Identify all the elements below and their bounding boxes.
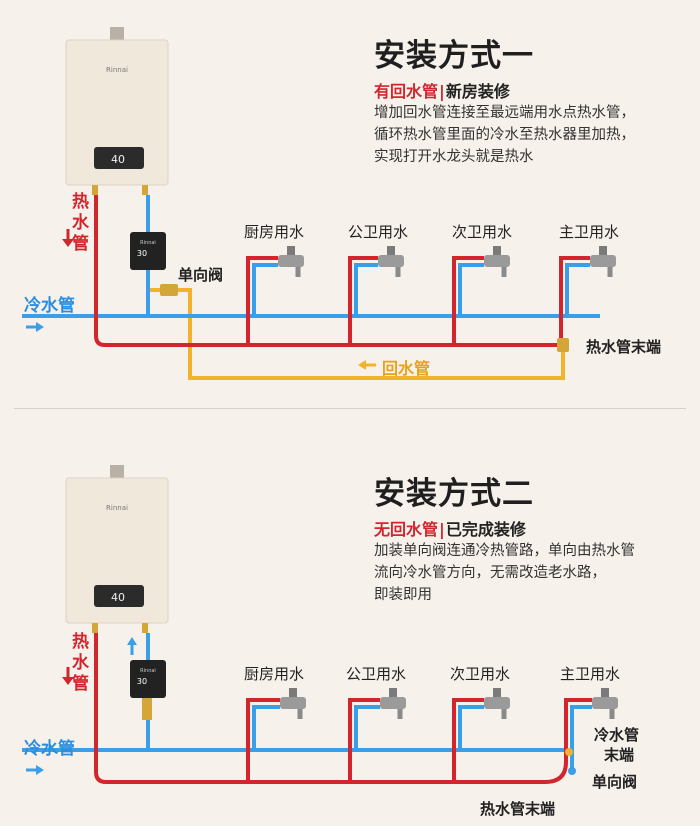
method2-cold-pipe-end-label-2: 末端 <box>604 746 635 764</box>
method2-subtitle-black: 已完成装修 <box>445 520 526 539</box>
method1-hot-pipe-end-label: 热水管末端 <box>586 338 662 356</box>
method2-desc-line: 加装单向阀连通冷热管路，单向由热水管 <box>374 543 635 559</box>
method2-tap-label-kitchen: 厨房用水 <box>244 665 305 683</box>
hot-flow-down-arrow-icon <box>62 229 74 247</box>
return-flow-left-arrow-icon <box>358 360 376 370</box>
cold-flow-up-arrow-icon <box>127 637 137 655</box>
water-heater: 40 Rinnai <box>65 27 169 195</box>
faucet-kitchen-icon <box>280 688 306 719</box>
method1-cold-pipe-label: 冷水管 <box>24 296 75 316</box>
circulation-pump: Rinnai 30 <box>130 232 166 270</box>
pump-display: 30 <box>137 677 147 686</box>
method1-desc-line: 循环热水管里面的冷水至热水器里加热， <box>374 127 635 143</box>
method2-desc-line: 即装即用 <box>374 587 432 603</box>
method2-hot-pipe-label: 热水管 <box>72 632 89 694</box>
hot-pipe-end-valve-icon <box>557 338 569 352</box>
method1-tap-label-master-bath: 主卫用水 <box>559 223 620 241</box>
heater-display: 40 <box>111 591 125 604</box>
method2-cold-pipe-end-label: 冷水管 <box>594 726 640 744</box>
cold-flow-right-arrow-icon <box>26 765 44 775</box>
method2-subtitle: 无回水管|已完成装修 <box>374 516 526 540</box>
method2-subtitle-sep: | <box>439 520 445 539</box>
hot-flow-down-arrow-icon <box>62 667 74 685</box>
method1-desc-line: 增加回水管连接至最远端用水点热水管， <box>374 105 635 121</box>
method2-description: 加装单向阀连通冷热管路，单向由热水管 流向冷水管方向，无需改造老水路， 即装即用 <box>374 540 635 606</box>
cold-pipe <box>22 195 600 318</box>
hot-pipe <box>94 633 592 784</box>
method1-tap-label-kitchen: 厨房用水 <box>244 223 305 241</box>
check-valve-icon <box>160 284 178 296</box>
method2-cold-pipe-label: 冷水管 <box>24 739 75 759</box>
faucet-second-bath-icon <box>484 246 510 277</box>
method1-desc-line: 实现打开水龙头就是热水 <box>374 149 534 165</box>
water-heater: 40 Rinnai <box>65 465 169 633</box>
method1-title: 安装方式一 <box>374 38 534 74</box>
method1-subtitle-sep: | <box>439 82 445 101</box>
pump-brand-logo: Rinnai <box>140 668 156 674</box>
method1-tap-label-public-bath: 公卫用水 <box>348 223 409 241</box>
method1-description: 增加回水管连接至最远端用水点热水管， 循环热水管里面的冷水至热水器里加热， 实现… <box>374 102 635 168</box>
faucet-public-bath-icon <box>378 246 404 277</box>
faucet-kitchen-icon <box>278 246 304 277</box>
method2-desc-line: 流向冷水管方向，无需改造老水路， <box>374 565 606 581</box>
method1-subtitle-red: 有回水管 <box>374 82 439 101</box>
check-valve-icon <box>565 748 576 775</box>
section-divider <box>14 408 686 409</box>
faucet-public-bath-icon <box>380 688 406 719</box>
method1-hot-pipe-label: 热水管 <box>72 192 89 254</box>
method1-tap-label-second-bath: 次卫用水 <box>452 223 513 241</box>
method2-hot-pipe-end-label: 热水管末端 <box>480 800 556 818</box>
circulation-pump: Rinnai 30 <box>130 660 166 720</box>
method2-check-valve-label: 单向阀 <box>592 773 638 791</box>
method1-diagram: 40 Rinnai Rinnai 30 <box>22 27 616 380</box>
method2-tap-label-second-bath: 次卫用水 <box>450 665 511 683</box>
faucet-master-bath-icon <box>592 688 618 719</box>
method1-subtitle: 有回水管|新房装修 <box>374 78 510 102</box>
heater-display: 40 <box>111 153 125 166</box>
method2-title: 安装方式二 <box>374 476 534 512</box>
method2-tap-label-public-bath: 公卫用水 <box>346 665 407 683</box>
heater-brand-logo: Rinnai <box>106 66 128 74</box>
method2-tap-label-master-bath: 主卫用水 <box>560 665 621 683</box>
pump-display: 30 <box>137 249 147 258</box>
method1-check-valve-label: 单向阀 <box>178 266 224 284</box>
hot-pipe <box>94 195 590 347</box>
method2-section: 40 Rinnai Rinnai 30 <box>0 410 700 826</box>
cold-flow-right-arrow-icon <box>26 322 44 332</box>
pump-brand-logo: Rinnai <box>140 240 156 246</box>
heater-brand-logo: Rinnai <box>106 504 128 512</box>
method2-subtitle-red: 无回水管 <box>374 520 439 539</box>
faucet-second-bath-icon <box>484 688 510 719</box>
method1-subtitle-black: 新房装修 <box>445 82 510 101</box>
faucet-master-bath-icon <box>590 246 616 277</box>
method1-return-pipe-label: 回水管 <box>382 359 431 378</box>
method2-diagram: 40 Rinnai Rinnai 30 <box>22 465 618 784</box>
method1-section: 40 Rinnai Rinnai 30 <box>0 0 700 408</box>
